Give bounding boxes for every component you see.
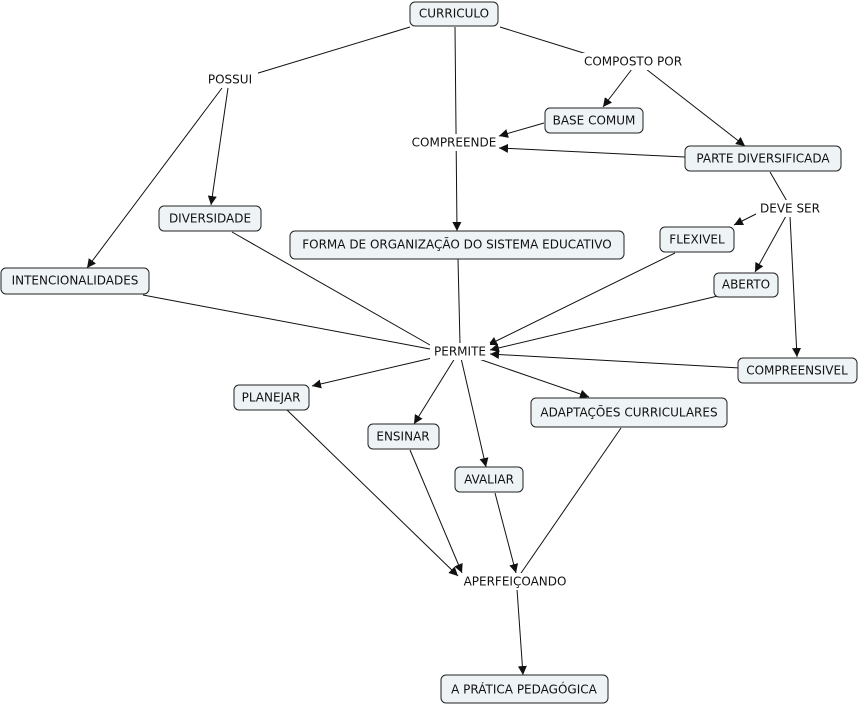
svg-text:AVALIAR: AVALIAR xyxy=(464,473,514,487)
svg-text:A PRÁTICA PEDAGÓGICA: A PRÁTICA PEDAGÓGICA xyxy=(451,682,597,697)
svg-text:PLANEJAR: PLANEJAR xyxy=(242,391,301,405)
edge-adaptacoes-aperfeicoando xyxy=(518,427,622,577)
edge-planejar-aperfeicoando[interactable] xyxy=(286,409,459,577)
phrase-possui: POSSUI xyxy=(202,70,258,88)
svg-text:APERFEIÇOANDO: APERFEIÇOANDO xyxy=(464,575,567,589)
svg-text:COMPOSTO POR: COMPOSTO POR xyxy=(584,55,682,69)
concept-pratica-pedagogica[interactable]: A PRÁTICA PEDAGÓGICA xyxy=(440,674,609,704)
edge-permite-planejar[interactable] xyxy=(311,357,433,389)
concept-compreensivel[interactable]: COMPREENSIVEL xyxy=(737,357,858,384)
svg-text:BASE COMUM: BASE COMUM xyxy=(553,114,636,128)
phrase-compreende: COMPREENDE xyxy=(410,134,498,151)
concept-flexivel[interactable]: FLEXIVEL xyxy=(659,226,735,253)
phrase-deve-ser: DEVE SER xyxy=(756,200,824,217)
svg-text:FORMA DE ORGANIZAÇÃO DO SISTEM: FORMA DE ORGANIZAÇÃO DO SISTEMA EDUCATIV… xyxy=(302,237,612,252)
edge-deve-ser-compreensivel[interactable] xyxy=(789,215,802,358)
edge-diversidade-permite xyxy=(231,231,431,346)
concept-forma-organizacao[interactable]: FORMA DE ORGANIZAÇÃO DO SISTEMA EDUCATIV… xyxy=(289,230,625,260)
svg-text:PARTE DIVERSIFICADA: PARTE DIVERSIFICADA xyxy=(696,152,830,166)
concept-adaptacoes[interactable]: ADAPTAÇÕES CURRICULARES xyxy=(530,397,728,428)
svg-text:INTENCIONALIDADES: INTENCIONALIDADES xyxy=(12,274,139,288)
concept-ensinar[interactable]: ENSINAR xyxy=(367,423,440,450)
svg-text:COMPREENDE: COMPREENDE xyxy=(412,136,497,150)
edge-composto-parte-diversificada[interactable] xyxy=(645,68,746,147)
edge-forma-organizacao-permite xyxy=(457,258,461,345)
edge-aperfeicoando-pratica[interactable] xyxy=(516,588,527,676)
svg-text:CURRICULO: CURRICULO xyxy=(419,7,489,21)
svg-text:PERMITE: PERMITE xyxy=(434,345,486,359)
edge-aberto-permite[interactable] xyxy=(489,294,723,353)
svg-text:ENSINAR: ENSINAR xyxy=(376,430,429,444)
svg-text:ABERTO: ABERTO xyxy=(722,278,770,292)
edge-ensinar-aperfeicoando[interactable] xyxy=(409,449,463,574)
edge-avaliar-aperfeicoando[interactable] xyxy=(494,492,519,574)
edge-curriculo-composto-por xyxy=(499,26,591,56)
edge-curriculo-forma-organizacao[interactable] xyxy=(452,26,462,232)
svg-text:DEVE SER: DEVE SER xyxy=(760,202,820,216)
concept-diversidade[interactable]: DIVERSIDADE xyxy=(158,205,262,232)
edge-composto-base-comum[interactable] xyxy=(602,68,633,108)
edge-possui-diversidade[interactable] xyxy=(207,87,229,206)
edge-permite-avaliar[interactable] xyxy=(460,357,489,468)
concept-base-comum[interactable]: BASE COMUM xyxy=(544,107,644,134)
edge-possui-intencionalidades[interactable] xyxy=(86,87,223,269)
concept-intencionalidades[interactable]: INTENCIONALIDADES xyxy=(0,267,150,295)
edge-parte-diversificada-compreende[interactable] xyxy=(498,143,686,158)
svg-text:POSSUI: POSSUI xyxy=(208,73,252,87)
svg-text:DIVERSIDADE: DIVERSIDADE xyxy=(169,212,251,226)
svg-text:FLEXIVEL: FLEXIVEL xyxy=(669,233,725,247)
edge-permite-ensinar[interactable] xyxy=(413,357,456,425)
edge-intencionalidades-permite xyxy=(142,294,431,350)
concept-curriculo[interactable]: CURRICULO xyxy=(409,1,499,27)
edge-compreensivel-permite[interactable] xyxy=(489,350,741,369)
edge-flexivel-permite[interactable] xyxy=(487,252,676,346)
phrase-permite: PERMITE xyxy=(430,343,490,360)
svg-text:COMPREENSIVEL: COMPREENSIVEL xyxy=(746,364,848,378)
svg-text:ADAPTAÇÕES CURRICULARES: ADAPTAÇÕES CURRICULARES xyxy=(540,405,717,420)
edge-deve-ser-aberto[interactable] xyxy=(754,215,787,273)
edge-curriculo-possui xyxy=(254,26,411,75)
concept-avaliar[interactable]: AVALIAR xyxy=(454,466,524,493)
edge-base-comum-compreende[interactable] xyxy=(498,122,545,138)
concept-planejar[interactable]: PLANEJAR xyxy=(233,384,310,411)
phrase-composto-por: COMPOSTO POR xyxy=(580,53,686,70)
phrase-aperfeicoando: APERFEIÇOANDO xyxy=(460,573,570,590)
concept-aberto[interactable]: ABERTO xyxy=(713,272,779,298)
edge-permite-adaptacoes[interactable] xyxy=(475,357,590,399)
concept-parte-diversificada[interactable]: PARTE DIVERSIFICADA xyxy=(684,145,842,172)
linking-phrases: POSSUI COMPOSTO POR COMPREENDE DEVE SER … xyxy=(202,53,824,590)
edge-deve-ser-flexivel[interactable] xyxy=(733,211,761,226)
edge-parte-diversificada-deve-ser xyxy=(769,171,789,204)
connections xyxy=(86,26,802,676)
